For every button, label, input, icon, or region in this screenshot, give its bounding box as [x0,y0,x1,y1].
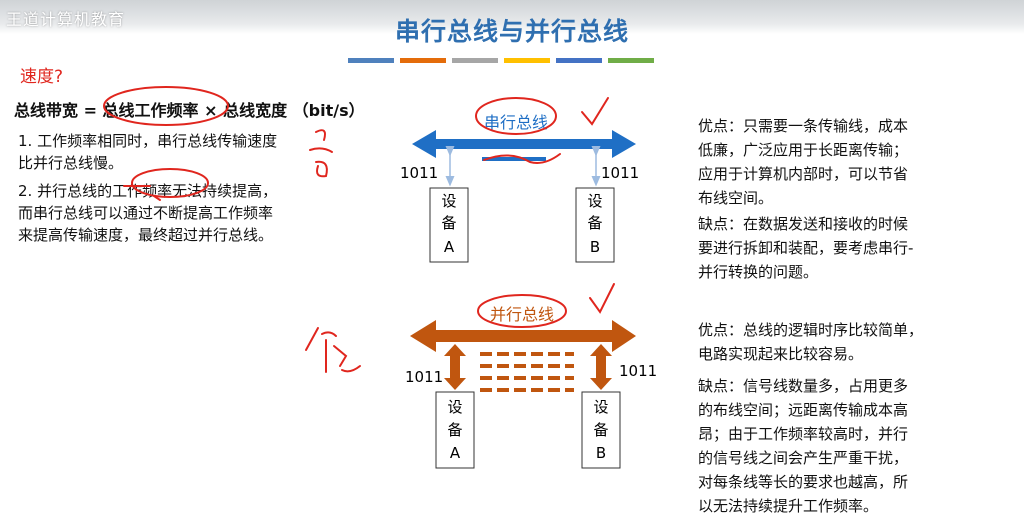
annotation-low [305,327,361,373]
serial-bus-arrow [412,130,636,158]
parallel-cons-line: 缺点：信号线数量多，占用更多 [698,377,909,395]
parallel-pros-line: 电路实现起来比较容易。 [698,345,864,363]
color-bar [504,58,550,63]
underline-mark [123,185,161,201]
check-mark-serial [581,97,609,126]
serial-pros-line: 低廉，广泛应用于长距离传输； [698,141,909,159]
video-top-bar [0,0,1024,34]
parallel-cons-line: 的布线空间；远距离传输成本高 [698,401,909,419]
parallel-signal-lines [480,352,574,392]
serial-cons: 缺点：在数据发送和接收的时候 要进行拆卸和装配，要考虑串行- 并行转换的问题。 [698,212,913,284]
parallel-cons-line: 昂；由于工作频率较高时，并行 [698,425,909,443]
color-bar [452,58,498,63]
parallel-cons: 缺点：信号线数量多，占用更多 的布线空间；远距离传输成本高 昂；由于工作频率较高… [698,374,908,518]
parallel-device-a-line1: 设 [447,398,462,416]
point2-line1: 2. 并行总线的工作频率无法持续提高， [18,182,278,200]
parallel-bus-arrow [410,320,636,352]
serial-bus-label: 串行总线 [484,113,548,132]
speed-question: 速度? [20,67,64,87]
serial-device-b-box [575,187,615,263]
point2-line3: 来提高传输速度，最终超过并行总线。 [18,226,274,244]
bandwidth-formula: 总线带宽 = 总线工作频率 × 总线宽度 （bit/s） [14,101,365,120]
color-bar [400,58,446,63]
parallel-bus-label: 并行总线 [490,305,554,324]
annotation-circle-frequency [103,86,229,126]
parallel-value-left: 1011 [405,368,443,386]
parallel-cons-line: 对每条线等长的要求也越高，所 [698,473,909,491]
parallel-device-b-line1: 设 [593,398,608,416]
serial-device-a-line1: 设 [441,192,456,210]
serial-device-b-line2: 备 [587,214,602,232]
parallel-cons-line: 以无法持续提升工作频率。 [698,497,879,515]
parallel-value-right: 1011 [619,362,657,380]
annotation-circle-parallel [477,294,567,328]
point1-line2: 比并行总线慢。 [18,154,124,172]
check-mark-parallel [589,283,615,314]
parallel-link-arrow-a [444,344,466,390]
scribble-serial [483,153,561,164]
serial-cons-line: 并行转换的问题。 [698,263,819,281]
serial-value-right: 1011 [601,164,639,182]
serial-device-a-box [429,187,469,263]
parallel-link-arrow-b [590,344,612,390]
watermark: 王道计算机教育 [6,10,126,29]
red-annotations [103,86,615,373]
serial-cons-line: 缺点：在数据发送和接收的时候 [698,215,909,233]
serial-device-b-line1: 设 [587,192,602,210]
serial-value-left: 1011 [400,164,438,182]
parallel-pros-line: 优点：总线的逻辑时序比较简单， [698,321,924,339]
parallel-device-a-line2: 备 [447,421,462,439]
parallel-device-a-line3: A [450,444,461,462]
point1-line1: 1. 工作频率相同时，串行总线传输速度 [18,132,278,150]
parallel-device-a-box [435,391,475,469]
color-bar [348,58,394,63]
point2-line2: 而串行总线可以通过不断提高工作频率 [18,204,274,222]
serial-pros-line: 应用于计算机内部时，可以节省 [698,165,909,183]
serial-pros: 优点：只需要一条传输线，成本 低廉，广泛应用于长距离传输； 应用于计算机内部时，… [698,114,908,210]
parallel-device-b-line2: 备 [593,421,608,439]
parallel-cons-line: 的信号线之间会产生严重干扰， [698,449,909,467]
color-bar [608,58,654,63]
serial-device-a-line3: A [444,238,455,256]
serial-pros-line: 布线空间。 [698,189,774,207]
parallel-device-b-line3: B [596,444,606,462]
parallel-pros: 优点：总线的逻辑时序比较简单， 电路实现起来比较容易。 [698,318,923,366]
parallel-device-b-box [581,391,621,469]
annotation-circle-frequency-2 [131,168,209,198]
serial-device-a-line2: 备 [441,214,456,232]
title-color-bars [348,58,654,64]
serial-cons-line: 要进行拆卸和装配，要考虑串行- [698,239,914,257]
annotation-circle-serial [475,97,557,135]
slide-title: 串行总线与并行总线 [394,17,629,46]
annotation-high [309,129,333,178]
serial-pros-line: 优点：只需要一条传输线，成本 [698,117,909,135]
color-bar [556,58,602,63]
serial-device-b-line3: B [590,238,600,256]
